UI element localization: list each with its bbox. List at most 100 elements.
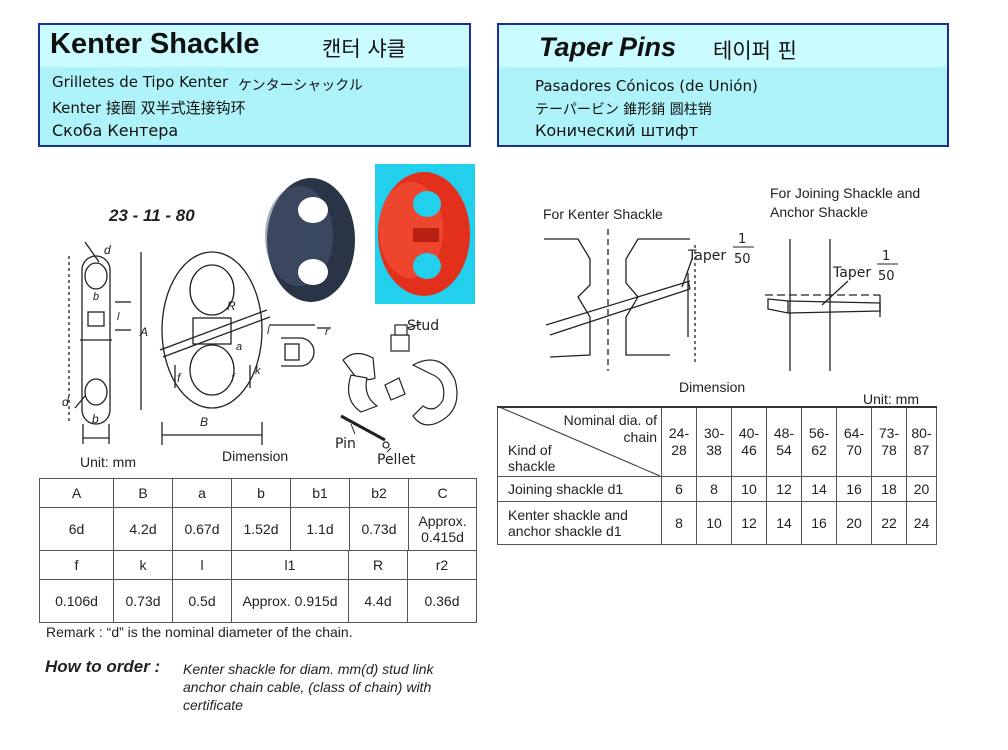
cell-r2: 0.36d [407,579,477,623]
svg-text:f: f [177,371,182,385]
stud-label: Stud [407,318,439,334]
how-to-order-label: How to order : [45,657,161,676]
svg-text:A: A [139,325,148,339]
col-header-a: A [39,478,114,508]
col-56-62: 56-62 [801,406,837,477]
corner-nominal-dia: Nominal dia. of chain [563,412,657,445]
table-cell: 16 [836,476,872,502]
taper-name-spanish: Pasadores Cónicos (de Unión) [535,77,758,95]
svg-text:l: l [117,311,120,323]
exploded-parts [340,324,458,449]
corner-kind-of-shackle: Kind of shackle [508,442,556,474]
kenter-remark: Remark : “d” is the nominal diameter of … [46,624,353,640]
col-30-38: 30-38 [696,406,732,477]
col-40-46: 40-46 [731,406,767,477]
table-cell: 12 [731,501,767,545]
taper-title: Taper Pins [539,32,677,62]
svg-text:d: d [62,395,69,409]
col-header-l1: l1 [231,550,349,580]
kenter-title-band [40,25,469,67]
col-header-l: l [172,550,232,580]
kenter-dimension-table: A B a b b1 b2 C 6d 4.2d 0.67d 1.52d 1.1d… [39,478,477,551]
cell-b: 4.2d [113,507,173,551]
col-header-b1: b1 [290,478,350,508]
col-header-b2: b2 [349,478,409,508]
kenter-technical-drawing: 23 - 11 - 80 d d b b l A B R f f [62,164,475,468]
drawing-code: 23 - 11 - 80 [108,206,195,225]
how-to-order-text: Kenter shackle for diam. mm(d) stud link… [183,661,434,713]
table-cell: 10 [731,476,767,502]
cell-a-small: 0.67d [172,507,232,551]
taper-unit: Unit: mm [863,391,919,407]
kenter-title: Kenter Shackle [50,28,260,60]
pellet-label: Pellet [377,452,416,468]
table-cell: 18 [871,476,907,502]
svg-text:B: B [200,415,208,429]
kenter-dimension-label: Dimension [222,448,289,464]
taper-pin-table: Nominal dia. of chain Kind of shackle 24… [497,406,937,545]
table-cell: 10 [696,501,732,545]
red-shackle-photo [375,164,475,304]
taper-num-right: 1 [882,249,890,264]
taper-label-right: Taper [832,265,871,281]
table-cell: 14 [766,501,802,545]
taper-title-korean: 테이퍼 핀 [713,39,797,63]
svg-text:b: b [92,412,99,426]
col-24-28: 24-28 [661,406,697,477]
taper-den-left: 50 [734,252,751,267]
kenter-name-chinese: Kenter 接圈 双半式连接钩环 [52,99,246,117]
taper-pin-drawing: Taper 1 50 Taper 1 50 [544,229,898,371]
cell-b1: 1.1d [290,507,350,551]
table-cell: 12 [766,476,802,502]
taper-name-russian: Конический штифт [535,121,699,140]
table-cell: 20 [836,501,872,545]
col-header-k: k [113,550,173,580]
col-header-b: B [113,478,173,508]
svg-text:b: b [93,291,99,303]
table-cell: 8 [661,501,697,545]
cell-c: Approx. 0.415d [408,507,477,551]
black-shackle-photo [265,178,355,302]
svg-text:l: l [267,325,270,337]
cell-a: 6d [39,507,114,551]
kenter-name-russian: Скоба Кентера [52,121,179,140]
pin-detail [269,324,331,367]
col-header-f: f [39,550,114,580]
col-73-78: 73-78 [871,406,907,477]
table-cell: 14 [801,476,837,502]
cell-b-small: 1.52d [231,507,291,551]
svg-text:r: r [325,326,330,338]
col-80-87: 80-87 [906,406,937,477]
side-view [68,241,131,444]
svg-text:k: k [255,365,261,377]
cell-k: 0.73d [113,579,173,623]
taper-name-japanese-chinese: テーパービン 錐形銷 圆柱销 [535,102,712,118]
joining-pin-view [765,239,881,371]
kenter-name-japanese: ケンターシャックル [238,78,363,94]
col-48-54: 48-54 [766,406,802,477]
col-header-r2: r2 [407,550,477,580]
table-cell: 16 [801,501,837,545]
col-header-b-small: b [231,478,291,508]
taper-title-band [499,25,947,67]
col-64-70: 64-70 [836,406,872,477]
taper-den-right: 50 [878,269,895,284]
kenter-dimension-table-2: f k l l1 R r2 0.106d 0.73d 0.5d Approx. … [39,550,477,623]
col-header-c: C [408,478,477,508]
corner-header: Nominal dia. of chain Kind of shackle [497,406,662,477]
cell-l: 0.5d [172,579,232,623]
table-cell: 24 [906,501,937,545]
taper-caption-right: For Joining Shackle and Anchor Shackle [770,185,921,220]
row-label-joining: Joining shackle d1 [497,476,662,502]
col-header-r: R [348,550,408,580]
table-cell: 8 [696,476,732,502]
table-cell: 20 [906,476,937,502]
svg-text:f: f [231,371,236,385]
cell-f: 0.106d [39,579,114,623]
taper-dimension-label: Dimension [679,379,746,395]
taper-header: Taper Pins 테이퍼 핀 Pasadores Cónicos (de U… [497,23,949,147]
col-header-a-small: a [172,478,232,508]
kenter-name-spanish: Grilletes de Tipo Kenter [52,73,229,91]
kenter-unit: Unit: mm [80,454,136,470]
cell-b2: 0.73d [349,507,409,551]
